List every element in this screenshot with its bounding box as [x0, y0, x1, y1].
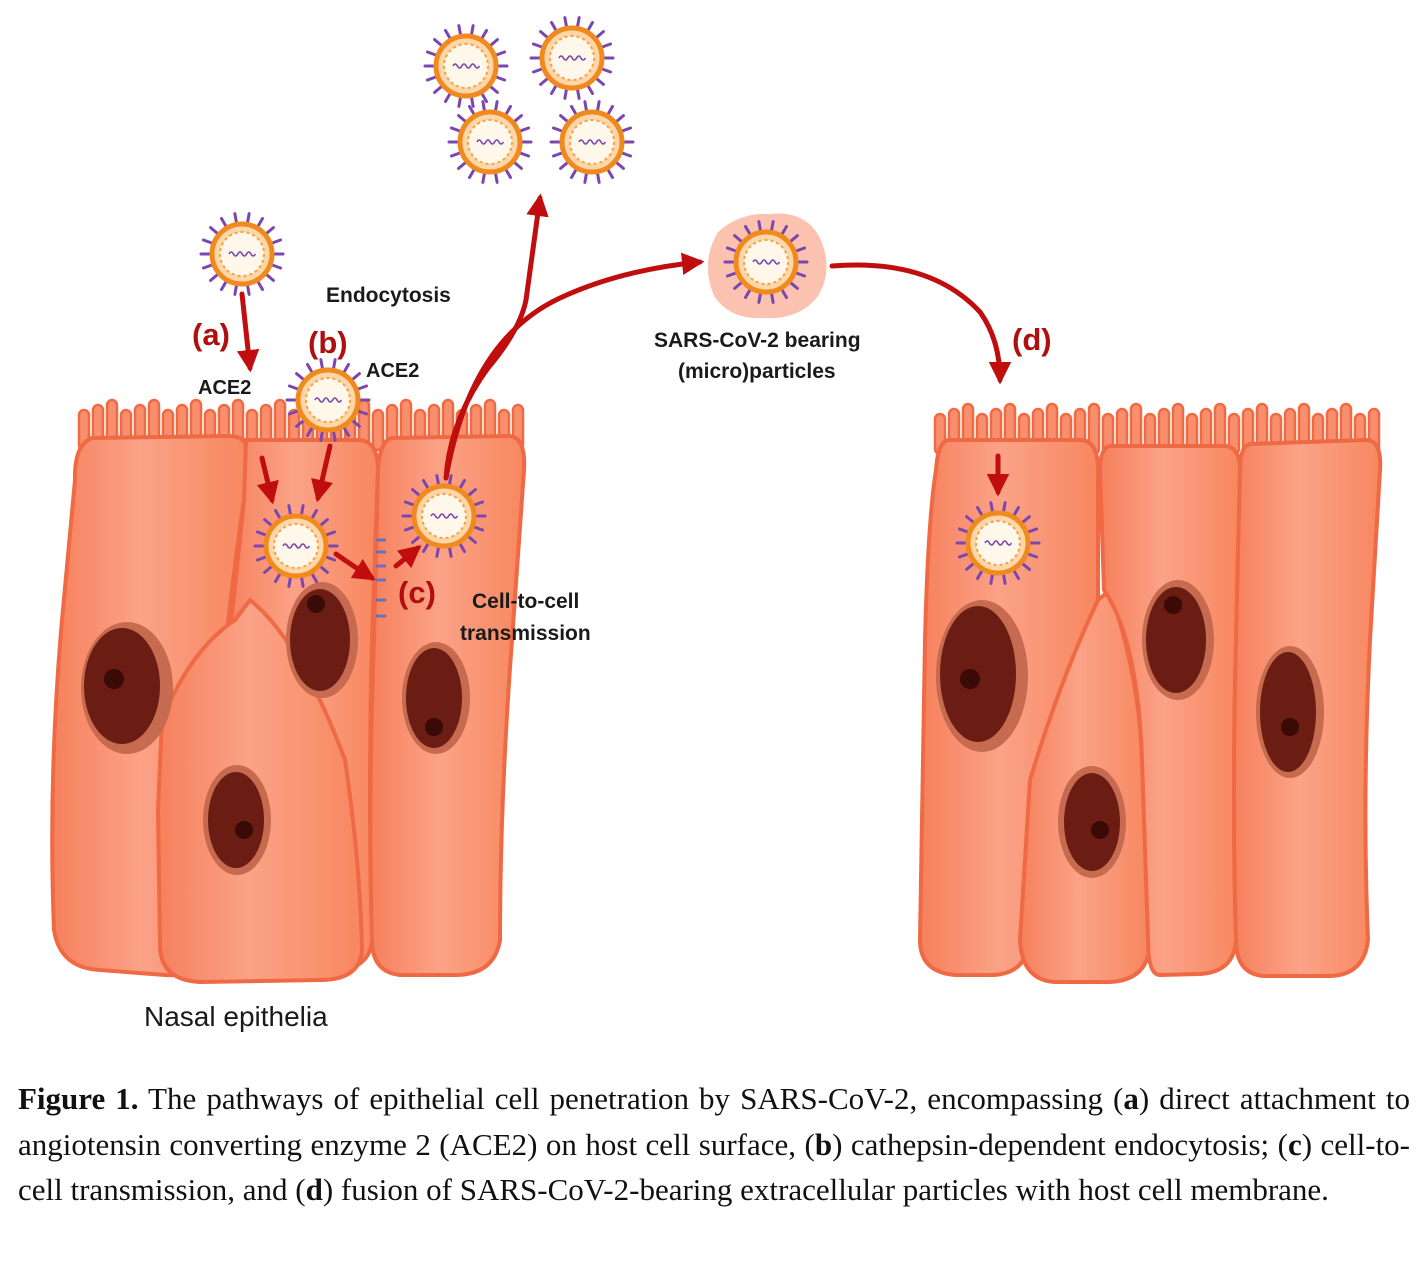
- caption-text: ) fusion of SARS-CoV-2-bearing extracell…: [322, 1172, 1329, 1207]
- tight-junction-markers: [376, 538, 386, 618]
- caption-ref-b: b: [814, 1126, 833, 1162]
- caption-text: The pathways of epithelial cell penetrat…: [138, 1081, 1124, 1116]
- virus-particle: [199, 212, 285, 296]
- virus-particle: [285, 358, 371, 442]
- particles-label-line1: SARS-CoV-2 bearing: [654, 329, 861, 352]
- cilium: [371, 408, 385, 452]
- arrow-c-to-next-cell: [393, 545, 422, 569]
- nucleus: [1260, 652, 1316, 772]
- caption-text: ) cathepsin-dependent endocytosis; (: [832, 1126, 1288, 1162]
- nucleus: [1146, 587, 1206, 693]
- arrow-to-particles: [443, 252, 705, 481]
- particles-label-line2: (micro)particles: [678, 360, 836, 383]
- arrow-d-from-particles: [829, 262, 1012, 385]
- nasal-epithelia-label: Nasal epithelia: [144, 1001, 328, 1032]
- arrow-b-enter: [311, 443, 334, 503]
- nucleolus: [1164, 596, 1182, 614]
- nucleus: [208, 772, 264, 868]
- nucleolus: [1281, 718, 1299, 736]
- epithelium-right: [917, 402, 1383, 984]
- virus-particle: [549, 100, 635, 184]
- label-d: (d): [1012, 322, 1052, 357]
- nucleolus: [425, 718, 443, 736]
- virus-particle: [723, 220, 809, 304]
- cell-to-cell-label-line2: transmission: [460, 622, 591, 645]
- endocytosis-label: Endocytosis: [326, 284, 451, 307]
- nucleolus: [307, 595, 325, 613]
- virus-particle: [253, 504, 339, 588]
- caption-text: ) direct attachment to angiotensin conve…: [18, 1081, 1410, 1162]
- arrow-c-to-junction: [333, 551, 376, 581]
- nucleus: [406, 648, 462, 748]
- virus-particle: [423, 24, 509, 108]
- nucleolus: [1091, 821, 1109, 839]
- figure-caption: Figure 1. The pathways of epithelial cel…: [18, 1076, 1410, 1213]
- caption-text: ) cell-to-cell transmission, and (: [18, 1126, 1411, 1208]
- label-a: (a): [192, 317, 230, 352]
- nucleolus: [235, 821, 253, 839]
- nucleus: [1064, 773, 1120, 871]
- caption-ref-a: a: [1123, 1081, 1139, 1116]
- virus-particle: [529, 16, 615, 100]
- virus-particle: [447, 100, 533, 184]
- nasal-epithelium-left: [50, 398, 527, 985]
- caption-ref-c: c: [1287, 1126, 1302, 1162]
- nucleolus: [960, 669, 980, 689]
- nucleus: [84, 628, 160, 744]
- pathway-diagram: (a) (b) (c) (d) Endocytosis ACE2 ACE2 SA…: [50, 16, 1383, 1032]
- virus-particle: [401, 474, 487, 558]
- arrow-a-enter: [256, 455, 279, 505]
- ace2-label-left: ACE2: [198, 377, 251, 399]
- arrow-a-attach: [236, 291, 260, 373]
- caption-label: Figure 1.: [18, 1081, 139, 1116]
- label-b: (b): [308, 325, 348, 360]
- label-c: (c): [398, 575, 436, 610]
- caption-ref-d: d: [305, 1172, 323, 1207]
- ace2-label-right: ACE2: [366, 360, 419, 382]
- cell-to-cell-label-line1: Cell-to-cell: [472, 590, 579, 613]
- nucleus: [290, 589, 350, 691]
- nucleolus: [104, 669, 124, 689]
- virus-particle: [955, 501, 1041, 585]
